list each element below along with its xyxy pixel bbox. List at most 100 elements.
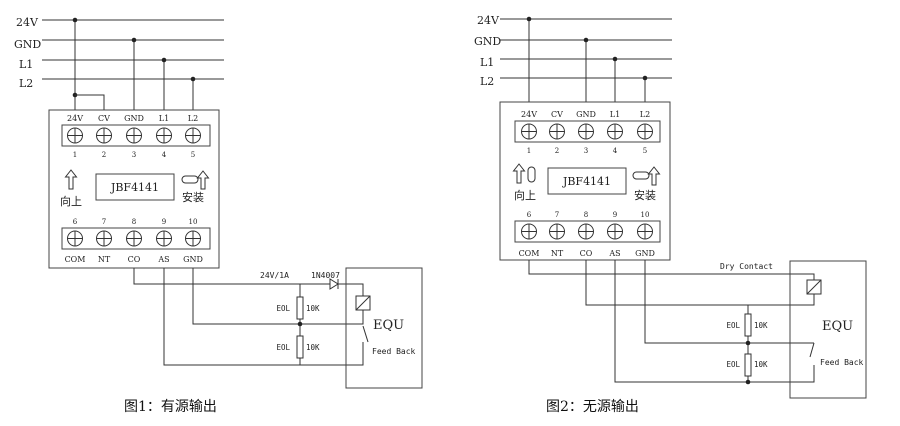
- bus-label-gnd: GND: [14, 38, 41, 51]
- bottom-terminal-label: AS: [157, 255, 169, 264]
- top-terminal-label: L1: [610, 110, 620, 119]
- install-label: 安装: [182, 190, 204, 204]
- resistor-value: 10K: [306, 343, 320, 352]
- top-terminal-label: CV: [98, 114, 110, 123]
- eol-label: EOL: [276, 343, 290, 352]
- model-label: JBF4141: [562, 175, 611, 188]
- terminal-screw: [549, 223, 565, 240]
- bus-lines: 24V GND L1 L2: [474, 14, 672, 102]
- top-terminal-label: 24V: [67, 114, 83, 123]
- terminal-screw: [156, 230, 172, 247]
- terminal-screw: [637, 223, 653, 240]
- top-terminal-label: GND: [576, 110, 596, 119]
- bus-label-l2: L2: [480, 75, 494, 88]
- bottom-terminal-label: NT: [98, 255, 111, 264]
- terminal-number: 3: [584, 147, 588, 155]
- bus-lines: 24V GND L1 L2: [14, 16, 224, 110]
- contact-label: Dry Contact: [720, 262, 773, 271]
- install-arrow-icon: [647, 166, 661, 186]
- diagram-1: 24V GND L1 L2 24V CV GND L1: [14, 16, 423, 415]
- module-jbf4141-1: 24V CV GND L1 L2 1 2 3 4 5 向上 JBF4141: [48, 109, 220, 269]
- bottom-terminal-label: COM: [519, 249, 540, 258]
- terminal-screw: [607, 223, 623, 240]
- equipment-box: [345, 267, 423, 389]
- diode-label: 1N4007: [311, 271, 340, 280]
- output-wiring-2: Dry Contact EOL 10K EOL 10K EQU Feed Bac…: [528, 260, 867, 399]
- terminal-number: 6: [527, 211, 532, 219]
- terminal-number: 4: [162, 151, 167, 159]
- bus-label-l1: L1: [19, 58, 33, 71]
- bottom-terminal-label: CO: [580, 249, 593, 258]
- resistor-value: 10K: [754, 321, 768, 330]
- up-label: 向上: [60, 194, 82, 208]
- terminal-number: 4: [613, 147, 618, 155]
- bottom-terminal-label: AS: [608, 249, 620, 258]
- bottom-terminal-label: NT: [551, 249, 564, 258]
- terminal-screw: [578, 123, 594, 140]
- install-arrow-icon: [196, 170, 210, 190]
- equ-label: EQU: [373, 318, 404, 333]
- terminal-number: 2: [102, 151, 106, 159]
- terminal-number: 10: [641, 211, 650, 219]
- output-wiring-1: 24V/1A 1N4007 EOL 10K EOL 10K EQU Feed B…: [133, 267, 423, 389]
- bottom-terminal-label: GND: [635, 249, 655, 258]
- caption-figure-1: 图1：有源输出: [124, 399, 217, 415]
- slot-icon: [632, 171, 650, 180]
- feedback-label: Feed Back: [372, 347, 416, 356]
- terminal-screw: [637, 123, 653, 140]
- terminal-number: 5: [191, 151, 195, 159]
- diagram-2: 24V GND L1 L2 24V CV GND L1 L2: [474, 14, 867, 415]
- terminal-number: 1: [73, 151, 77, 159]
- top-terminal-label: GND: [124, 114, 144, 123]
- up-arrow-icon: [512, 163, 526, 184]
- feedback-label: Feed Back: [820, 358, 864, 367]
- install-label: 安装: [634, 188, 656, 202]
- eol-label: EOL: [726, 321, 740, 330]
- terminal-number: 8: [584, 211, 588, 219]
- top-terminal-label: L1: [159, 114, 169, 123]
- terminal-number: 6: [73, 218, 78, 226]
- bus-label-24v: 24V: [16, 16, 39, 29]
- terminal-number: 2: [555, 147, 559, 155]
- eol-label: EOL: [276, 304, 290, 313]
- terminal-number: 8: [132, 218, 136, 226]
- bus-label-l2: L2: [19, 77, 33, 90]
- bus-label-l1: L1: [480, 56, 494, 69]
- terminal-screw: [126, 127, 142, 144]
- terminal-screw: [156, 127, 172, 144]
- eol-label: EOL: [726, 360, 740, 369]
- eol-resistor: [744, 313, 752, 337]
- top-terminal-label: CV: [551, 110, 563, 119]
- caption-figure-2: 图2：无源输出: [546, 399, 639, 415]
- terminal-number: 9: [162, 218, 166, 226]
- bottom-terminal-label: GND: [183, 255, 203, 264]
- bottom-terminal-label: CO: [128, 255, 141, 264]
- terminal-screw: [578, 223, 594, 240]
- supply-label: 24V/1A: [260, 271, 289, 280]
- terminal-screw: [549, 123, 565, 140]
- resistor-value: 10K: [754, 360, 768, 369]
- eol-resistor: [296, 296, 304, 320]
- terminal-number: 7: [102, 218, 106, 226]
- terminal-number: 1: [527, 147, 531, 155]
- slot-icon: [181, 175, 199, 184]
- terminal-screw: [96, 127, 112, 144]
- terminal-number: 3: [132, 151, 136, 159]
- bus-label-24v: 24V: [477, 14, 500, 27]
- terminal-screw: [96, 230, 112, 247]
- up-arrow-icon: [64, 169, 78, 190]
- bus-label-gnd: GND: [474, 35, 501, 48]
- up-label: 向上: [514, 188, 536, 202]
- top-terminal-label: L2: [188, 114, 198, 123]
- terminal-screw: [185, 127, 201, 144]
- terminal-number: 5: [643, 147, 647, 155]
- bottom-terminal-label: COM: [65, 255, 86, 264]
- top-terminal-label: L2: [640, 110, 650, 119]
- equipment-box: [789, 260, 867, 399]
- slot-icon: [527, 166, 536, 183]
- terminal-screw: [67, 127, 83, 144]
- module-jbf4141-2: 24V CV GND L1 L2 1 2 3 4 5 向上 JBF4141 安装: [499, 101, 671, 261]
- equ-label: EQU: [822, 319, 853, 334]
- resistor-value: 10K: [306, 304, 320, 313]
